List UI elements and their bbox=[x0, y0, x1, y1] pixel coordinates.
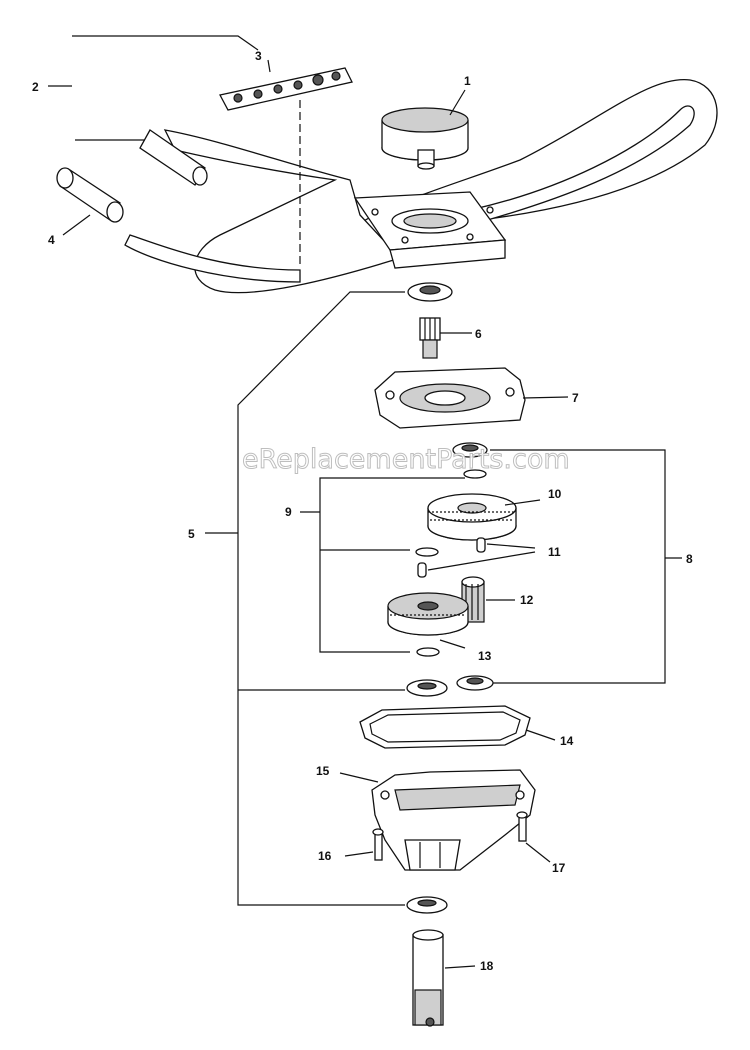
bracket-line-part-9 bbox=[319, 477, 465, 653]
callout-17: 17 bbox=[552, 861, 566, 875]
bolt-part-17 bbox=[516, 811, 528, 842]
bracket-line-part-8 bbox=[490, 449, 666, 684]
gasket-part-14 bbox=[359, 705, 531, 749]
leader-lines bbox=[48, 35, 569, 534]
output-shaft-part-18 bbox=[412, 929, 444, 1027]
callout-labels: 1 2 3 4 5 6 7 8 9 10 11 12 13 14 15 16 1… bbox=[32, 49, 693, 973]
callout-6: 6 bbox=[475, 327, 482, 341]
grip-part-4 bbox=[56, 129, 301, 283]
callout-2: 2 bbox=[32, 80, 39, 94]
callout-16: 16 bbox=[318, 849, 332, 863]
bearing-pair-lower bbox=[406, 675, 494, 697]
callout-4: 4 bbox=[48, 233, 55, 247]
callout-10: 10 bbox=[548, 487, 562, 501]
callout-7: 7 bbox=[572, 391, 579, 405]
gearbox-cover-part-7 bbox=[374, 367, 526, 429]
callout-8: 8 bbox=[686, 552, 693, 566]
callout-13: 13 bbox=[478, 649, 492, 663]
pinion-part-6 bbox=[419, 317, 441, 359]
decal-part-3 bbox=[219, 67, 353, 111]
top-bearing bbox=[407, 282, 453, 302]
watermark-text: eReplacementParts.com bbox=[242, 444, 570, 475]
callout-12: 12 bbox=[520, 593, 534, 607]
callout-15: 15 bbox=[316, 764, 330, 778]
bolt-part-16 bbox=[372, 828, 384, 861]
callout-1: 1 bbox=[464, 74, 471, 88]
bottom-bearing bbox=[406, 896, 448, 914]
pins-part-11 bbox=[415, 537, 486, 578]
cap-part-1 bbox=[381, 107, 469, 170]
gear-part-13 bbox=[387, 592, 469, 636]
callout-11: 11 bbox=[548, 545, 561, 559]
callout-14: 14 bbox=[560, 734, 574, 748]
bearing-upper bbox=[452, 442, 488, 458]
callout-3: 3 bbox=[255, 49, 262, 63]
callout-9: 9 bbox=[285, 505, 292, 519]
bracket-line-part-5 bbox=[237, 291, 405, 906]
lower-ring bbox=[416, 647, 440, 657]
callout-18: 18 bbox=[480, 959, 494, 973]
handlebar-assembly bbox=[163, 79, 718, 294]
callout-5: 5 bbox=[188, 527, 195, 541]
gear-part-10 bbox=[427, 493, 517, 541]
gearbox-housing-part-15 bbox=[371, 769, 536, 871]
retaining-ring bbox=[463, 469, 487, 479]
